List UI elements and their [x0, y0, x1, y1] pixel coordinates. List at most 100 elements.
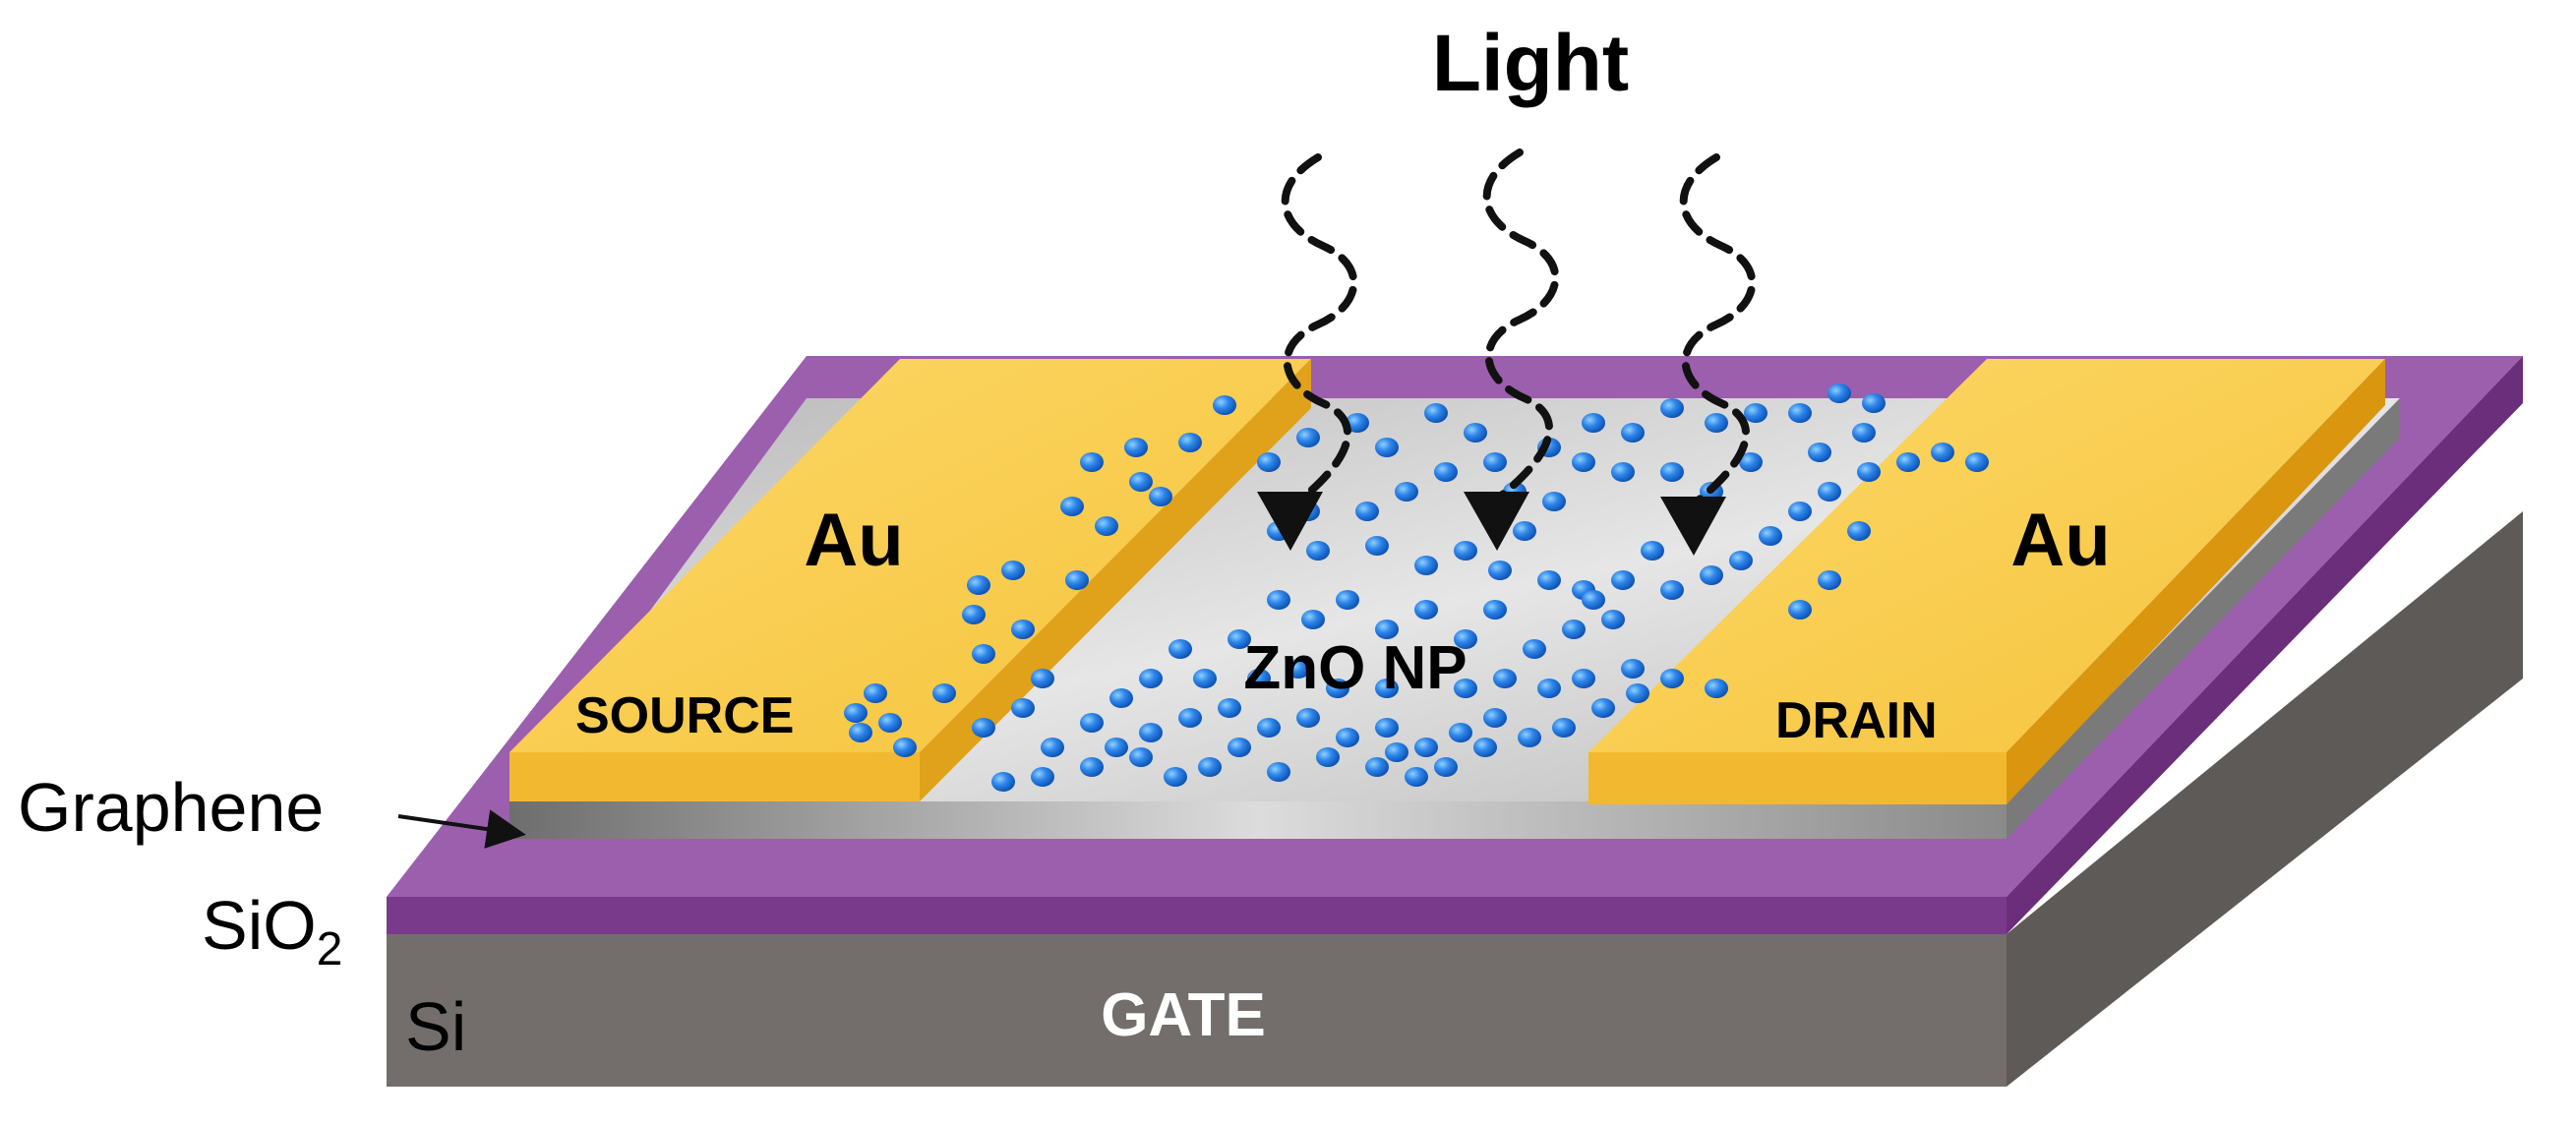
nanoparticle-icon	[1572, 669, 1595, 688]
source-electrode	[509, 359, 1311, 801]
nanoparticle-icon	[1385, 742, 1408, 762]
nanoparticle-icon	[1355, 502, 1379, 521]
nanoparticle-icon	[1296, 428, 1320, 447]
nanoparticle-icon	[1729, 551, 1753, 570]
nanoparticle-icon	[1434, 462, 1458, 482]
nanoparticle-icon	[1129, 472, 1153, 492]
nanoparticle-icon	[1537, 570, 1561, 590]
drain-side	[2007, 359, 2385, 804]
sio2-side-face	[2007, 356, 2523, 934]
nanoparticle-icon	[1513, 521, 1536, 541]
nanoparticle-icon	[1218, 698, 1241, 718]
nanoparticle-icon	[1788, 600, 1812, 620]
nanoparticle-icon	[1621, 423, 1645, 443]
nanoparticle-icon	[1041, 738, 1064, 757]
nanoparticle-icon	[972, 644, 995, 664]
si-label: Si	[405, 988, 466, 1065]
nanoparticle-icon	[1164, 767, 1187, 787]
nanoparticle-icon	[1518, 728, 1541, 747]
sio2-label: SiO2	[202, 887, 342, 975]
nanoparticle-icon	[1483, 600, 1507, 620]
nanoparticle-icon	[1454, 679, 1477, 698]
nanoparticle-icon	[1641, 541, 1664, 561]
nanoparticle-icon	[1965, 452, 1989, 472]
nanoparticle-icon	[1296, 708, 1320, 728]
drain-front	[1588, 752, 2007, 804]
nanoparticle-icon	[1473, 738, 1497, 757]
nanoparticle-icon	[1424, 403, 1448, 423]
nanoparticle-icon	[1660, 669, 1684, 688]
graphene-pointer-arrow	[397, 809, 526, 849]
light-wave-icon	[1679, 153, 1757, 505]
nanoparticle-icon	[1454, 541, 1477, 561]
nanoparticle-icon	[1449, 723, 1472, 742]
nanoparticle-icon	[1105, 738, 1128, 757]
source-top	[509, 359, 1311, 752]
nanoparticle-icon	[1582, 590, 1605, 610]
drain-label: DRAIN	[1775, 692, 1938, 749]
au-left-label: Au	[804, 499, 903, 582]
nanoparticle-icon	[1080, 452, 1104, 472]
nanoparticle-icon	[1168, 639, 1192, 659]
source-inner-side	[920, 359, 1311, 801]
nanoparticle-icon	[1827, 384, 1851, 403]
nanoparticle-icon	[1011, 698, 1035, 718]
nanoparticle-icon	[1095, 516, 1118, 536]
nanoparticle-icon	[1267, 762, 1290, 782]
nanoparticle-icon	[1483, 708, 1507, 728]
nanoparticle-icon	[1149, 487, 1172, 506]
nanoparticle-icon	[1537, 679, 1561, 698]
nanoparticle-icon	[962, 605, 986, 624]
nanoparticle-icon	[1414, 738, 1438, 757]
nanoparticle-icon	[1306, 541, 1330, 561]
nanoparticle-icon	[1759, 526, 1782, 546]
nanoparticle-icon	[1375, 438, 1399, 457]
nanoparticle-icon	[1931, 443, 1954, 462]
nanoparticle-icon	[1414, 556, 1438, 575]
nanoparticle-icon	[1483, 452, 1507, 472]
nanoparticle-icon	[1434, 757, 1458, 777]
nanoparticle-icon	[1808, 443, 1831, 462]
nanoparticle-icon	[1700, 565, 1723, 585]
nanoparticle-icon	[1488, 561, 1512, 580]
nanoparticle-icon	[1818, 482, 1841, 502]
source-front	[509, 752, 920, 801]
nanoparticle-icon	[1562, 620, 1586, 639]
nanoparticle-icon	[1523, 639, 1546, 659]
nanoparticle-icon	[1375, 620, 1399, 639]
nanoparticle-icon	[1365, 757, 1389, 777]
nanoparticle-icon	[1621, 659, 1645, 679]
nanoparticle-icon	[1247, 669, 1271, 688]
arrow-down-icon	[1660, 497, 1726, 556]
nanoparticle-icon	[1542, 492, 1566, 511]
arrow-down-icon	[1257, 492, 1323, 551]
graphene-edge-side	[2007, 398, 2400, 839]
nanoparticle-icon	[1326, 679, 1349, 698]
nanoparticle-icon	[1301, 610, 1325, 629]
nanoparticle-icon	[932, 683, 956, 703]
nanoparticle-icon	[878, 713, 902, 733]
nanoparticle-icon	[967, 575, 990, 595]
si-side-face	[2007, 511, 2523, 1087]
nanoparticle-icon	[893, 738, 917, 757]
nanoparticle-icon	[1031, 767, 1054, 787]
nanoparticle-icon	[1375, 718, 1399, 738]
drain-top	[1588, 359, 2385, 752]
nanoparticle-icon	[1375, 679, 1399, 698]
nanoparticle-icon	[1896, 452, 1920, 472]
light-wave-icon	[1281, 153, 1358, 505]
nanoparticle-icon	[1365, 536, 1389, 556]
nanoparticle-icon	[1744, 403, 1767, 423]
nanoparticle-icon	[1818, 570, 1841, 590]
nanoparticle-icon	[1257, 452, 1281, 472]
light-arrowheads	[1257, 492, 1726, 556]
graphene-label: Graphene	[18, 769, 324, 846]
nanoparticle-icon	[1178, 433, 1202, 452]
nanoparticle-icon	[1124, 438, 1148, 457]
nanoparticle-icon	[1129, 747, 1153, 767]
nanoparticle-icon	[1852, 423, 1876, 443]
sio2-subscript: 2	[317, 923, 343, 975]
nanoparticle-icon	[1228, 629, 1251, 649]
nanoparticle-icon	[1660, 398, 1684, 418]
